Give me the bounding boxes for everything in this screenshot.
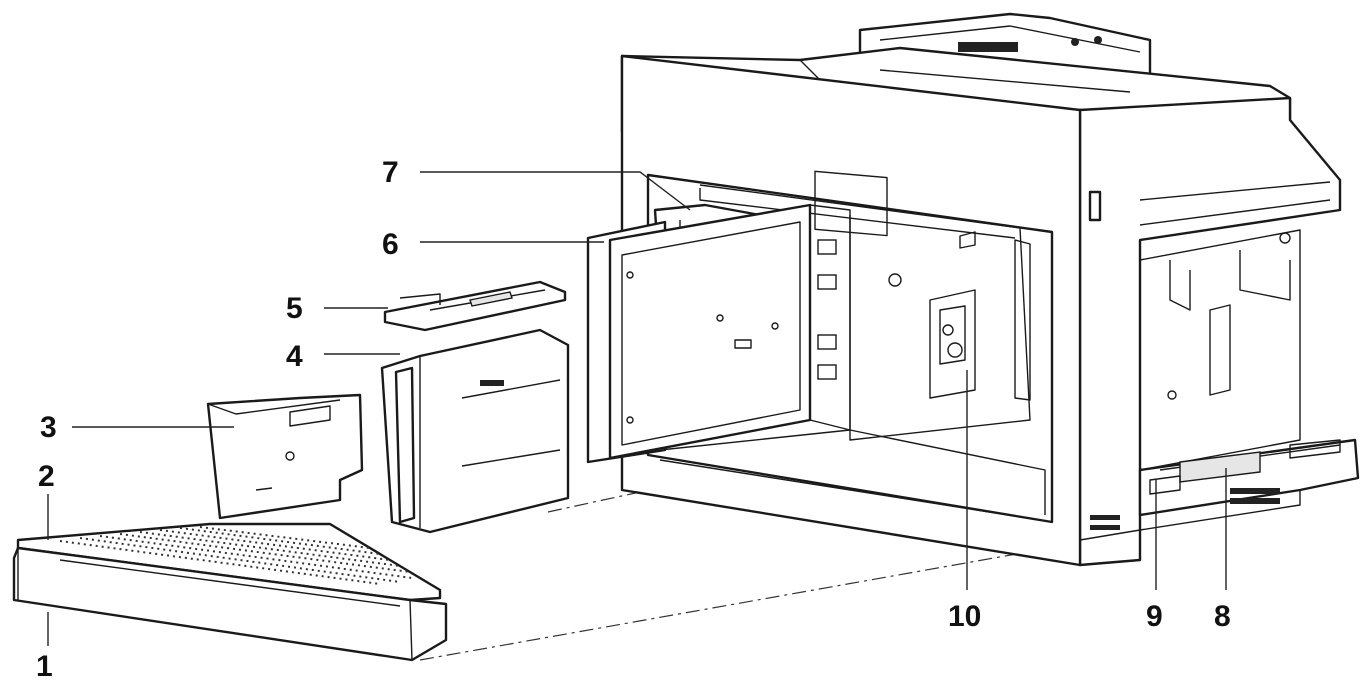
side-rails bbox=[817, 239, 837, 380]
part-water-tank bbox=[380, 328, 570, 534]
callout-4: 4 bbox=[286, 340, 303, 373]
callout-7: 7 bbox=[382, 156, 399, 189]
callout-3: 3 bbox=[40, 411, 57, 444]
callout-5: 5 bbox=[286, 292, 303, 325]
part-drip-grid bbox=[16, 522, 442, 602]
callout-9: 9 bbox=[1146, 600, 1163, 633]
callout-8: 8 bbox=[1214, 600, 1231, 633]
brewer-unit bbox=[888, 231, 1031, 401]
part-grounds-container bbox=[206, 393, 364, 520]
part-tank-lid bbox=[383, 280, 567, 332]
part-door-panel bbox=[586, 203, 812, 464]
callout-10: 10 bbox=[948, 600, 981, 633]
callout-2: 2 bbox=[38, 460, 55, 493]
appliance-body bbox=[620, 12, 1360, 567]
callout-numbers: 1 2 3 4 5 6 7 8 9 10 bbox=[36, 156, 1231, 683]
bottom-vents bbox=[1090, 488, 1280, 530]
callout-6: 6 bbox=[382, 228, 399, 261]
leader-lines bbox=[47, 171, 1227, 646]
top-vents bbox=[958, 36, 1102, 52]
part-drip-tray bbox=[12, 546, 448, 662]
callout-1: 1 bbox=[36, 650, 53, 683]
